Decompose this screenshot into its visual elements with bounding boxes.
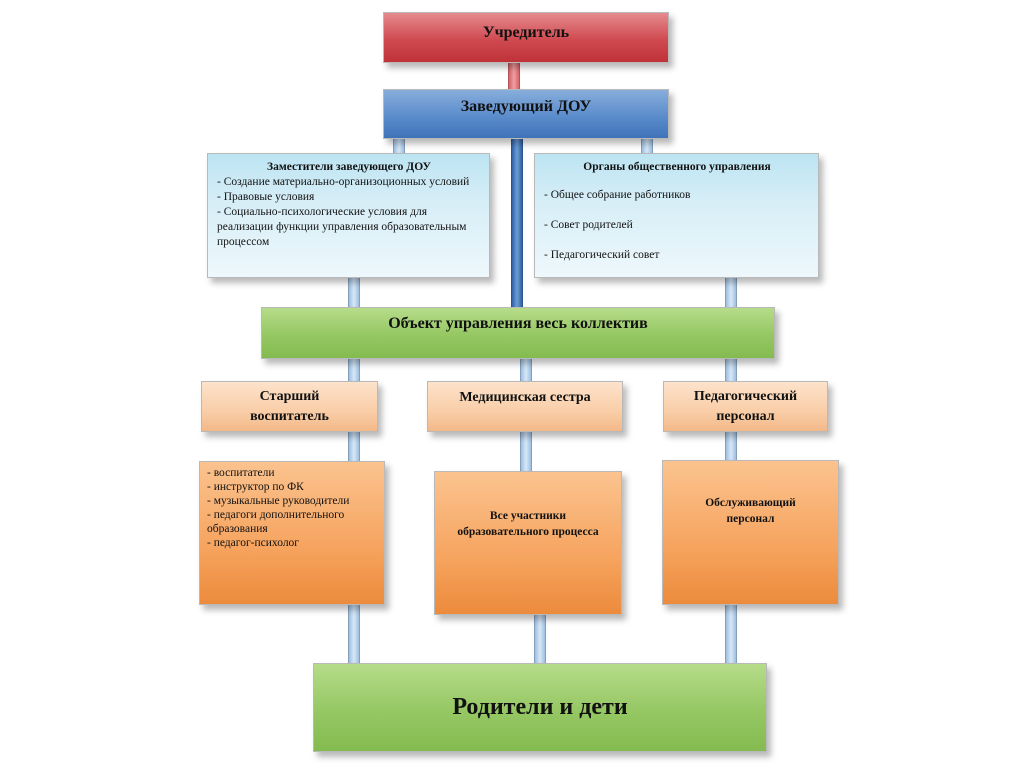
staff-list-box: - воспитатели - инструктор по ФК - музык… [199, 461, 385, 605]
public-bodies-list: - Общее собрание работников - Совет роди… [544, 189, 810, 279]
service-staff-label: Обслуживающий персонал [663, 495, 838, 527]
connector-collective-senior [348, 357, 360, 382]
staff-list-item: - музыкальные руководители [207, 495, 350, 507]
pedagogical-staff-line1: Педагогический [693, 388, 798, 404]
participants-line1: Все участники [489, 510, 567, 522]
connector-public-collective [725, 276, 737, 309]
senior-educator-line2: воспитатель [250, 408, 329, 424]
founder-box: Учредитель [383, 12, 669, 63]
pedagogical-staff-line2: персонал [716, 408, 775, 424]
deputies-item: - Социально-психологические условия для … [217, 206, 467, 248]
parents-box: Родители и дети [313, 663, 767, 752]
service-staff-line1: Обслуживающий [705, 497, 796, 509]
connector-pedstaff-service [725, 431, 737, 463]
senior-educator-line1: Старший [259, 388, 320, 404]
head-label: Заведующий ДОУ [460, 98, 592, 115]
deputies-list: - Создание материально-организоционных у… [217, 175, 481, 250]
nurse-label: Медицинская сестра [459, 389, 591, 405]
senior-educator-box: Старший воспитатель [201, 381, 378, 432]
service-staff-box: Обслуживающий персонал [662, 460, 839, 605]
participants-box: Все участники образовательного процесса [434, 471, 622, 615]
staff-list-item: - инструктор по ФК [207, 481, 304, 493]
deputies-item: - Создание материально-организоционных у… [217, 176, 470, 188]
collective-box: Объект управления весь коллектив [261, 307, 775, 359]
connector-participants-parents [534, 613, 546, 665]
public-bodies-box: Органы общественного управления - Общее … [534, 153, 819, 278]
public-bodies-title: Органы общественного управления [583, 161, 771, 173]
connector-deputies-collective [348, 276, 360, 309]
service-staff-line2: персонал [726, 513, 775, 525]
pedagogical-staff-box: Педагогический персонал [663, 381, 828, 432]
deputies-item: - Правовые условия [217, 191, 315, 203]
parents-label: Родители и дети [452, 694, 628, 720]
senior-educator-label: Старший воспитатель [250, 387, 329, 427]
participants-label: Все участники образовательного процесса [435, 508, 621, 540]
public-bodies-item: - Совет родителей [544, 219, 633, 231]
collective-label: Объект управления весь коллектив [388, 315, 648, 332]
connector-service-parents [725, 603, 737, 665]
participants-line2: образовательного процесса [457, 526, 599, 538]
connector-collective-nurse [520, 357, 532, 382]
connector-senior-stafflist [348, 431, 360, 463]
staff-list-item: - воспитатели [207, 467, 275, 479]
founder-label: Учредитель [482, 23, 570, 41]
connector-head-collective [511, 137, 523, 309]
connector-nurse-participants [520, 431, 532, 473]
staff-list: - воспитатели - инструктор по ФК - музык… [207, 466, 380, 550]
connector-stafflist-parents [348, 603, 360, 665]
nurse-box: Медицинская сестра [427, 381, 623, 432]
public-bodies-item: - Общее собрание работников [544, 189, 691, 201]
public-bodies-item: - Педагогический совет [544, 249, 660, 261]
staff-list-item: - педагоги дополнительного образования [207, 509, 345, 535]
head-box: Заведующий ДОУ [383, 89, 669, 139]
connector-founder-head [508, 62, 520, 92]
pedagogical-staff-label: Педагогический персонал [694, 387, 797, 427]
staff-list-item: - педагог-психолог [207, 537, 300, 549]
deputies-box: Заместители заведующего ДОУ - Создание м… [207, 153, 490, 278]
connector-collective-pedstaff [725, 357, 737, 382]
deputies-title: Заместители заведующего ДОУ [267, 161, 431, 173]
